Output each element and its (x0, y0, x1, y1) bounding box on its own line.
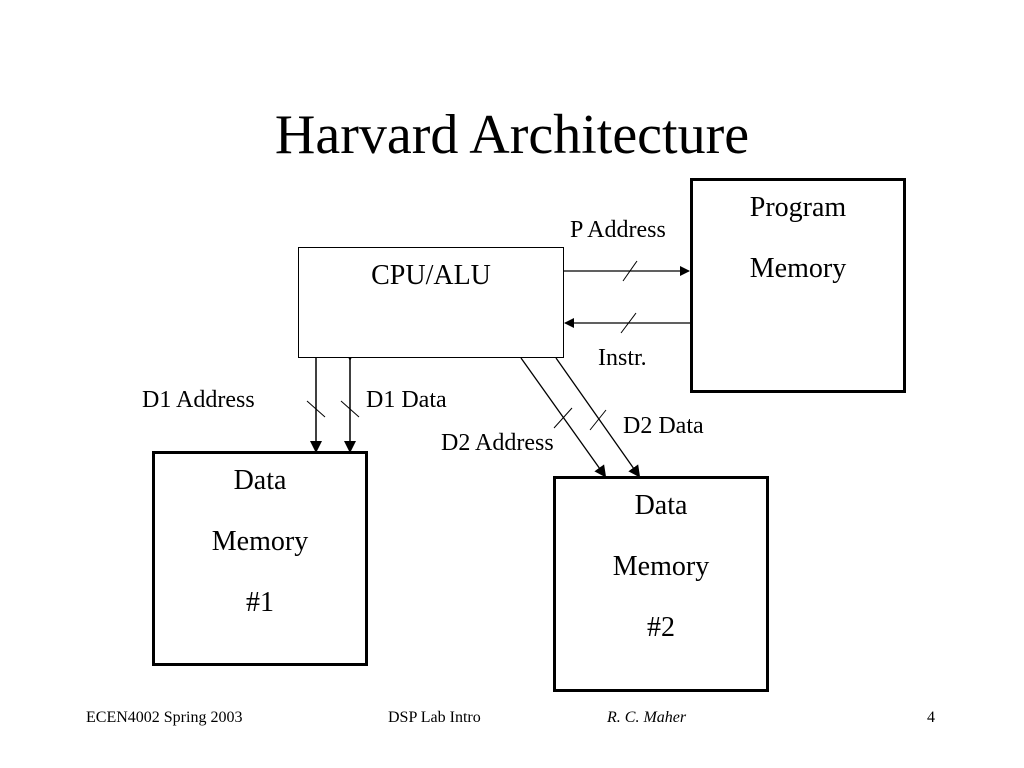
instr-label: Instr. (598, 345, 647, 371)
data-memory-1-box: Data Memory #1 (152, 451, 368, 666)
program-memory-label-line2: Memory (749, 253, 847, 284)
d2-data-bus-slash (589, 409, 607, 431)
d1-data-bus-slash (340, 400, 360, 418)
data-memory-1-label-line3: #1 (246, 587, 274, 618)
data-memory-2-label-line1: Data (634, 490, 688, 521)
p-address-label: P Address (570, 217, 666, 243)
instr-bus-slash (620, 312, 637, 334)
cpu-alu-box: CPU/ALU (298, 247, 564, 358)
p-address-bus-slash (622, 260, 638, 282)
program-memory-label-line1: Program (749, 192, 847, 223)
d1-data-label: D1 Data (366, 387, 447, 413)
d2-address-label: D2 Address (441, 430, 554, 456)
slide-title: Harvard Architecture (274, 104, 750, 166)
data-memory-2-label-line3: #2 (647, 612, 675, 643)
d2-address-bus-slash (553, 407, 573, 429)
data-memory-2-box: Data Memory #2 (553, 476, 769, 692)
d2-data-bus (555, 357, 641, 478)
data-memory-1-label-line2: Memory (211, 526, 309, 557)
footer-course: ECEN4002 Spring 2003 (86, 709, 243, 726)
data-memory-1-label-line1: Data (233, 465, 287, 496)
footer-page-number: 4 (927, 709, 935, 726)
d2-address-bus (520, 357, 607, 478)
d1-address-bus-slash (306, 400, 326, 418)
program-memory-box: Program Memory (690, 178, 906, 393)
data-memory-2-label-line2: Memory (612, 551, 710, 582)
d1-address-label: D1 Address (142, 387, 255, 413)
cpu-alu-label: CPU/ALU (371, 260, 491, 291)
footer-author: R. C. Maher (607, 709, 687, 726)
footer-topic: DSP Lab Intro (388, 709, 481, 726)
d2-data-label: D2 Data (623, 413, 704, 439)
